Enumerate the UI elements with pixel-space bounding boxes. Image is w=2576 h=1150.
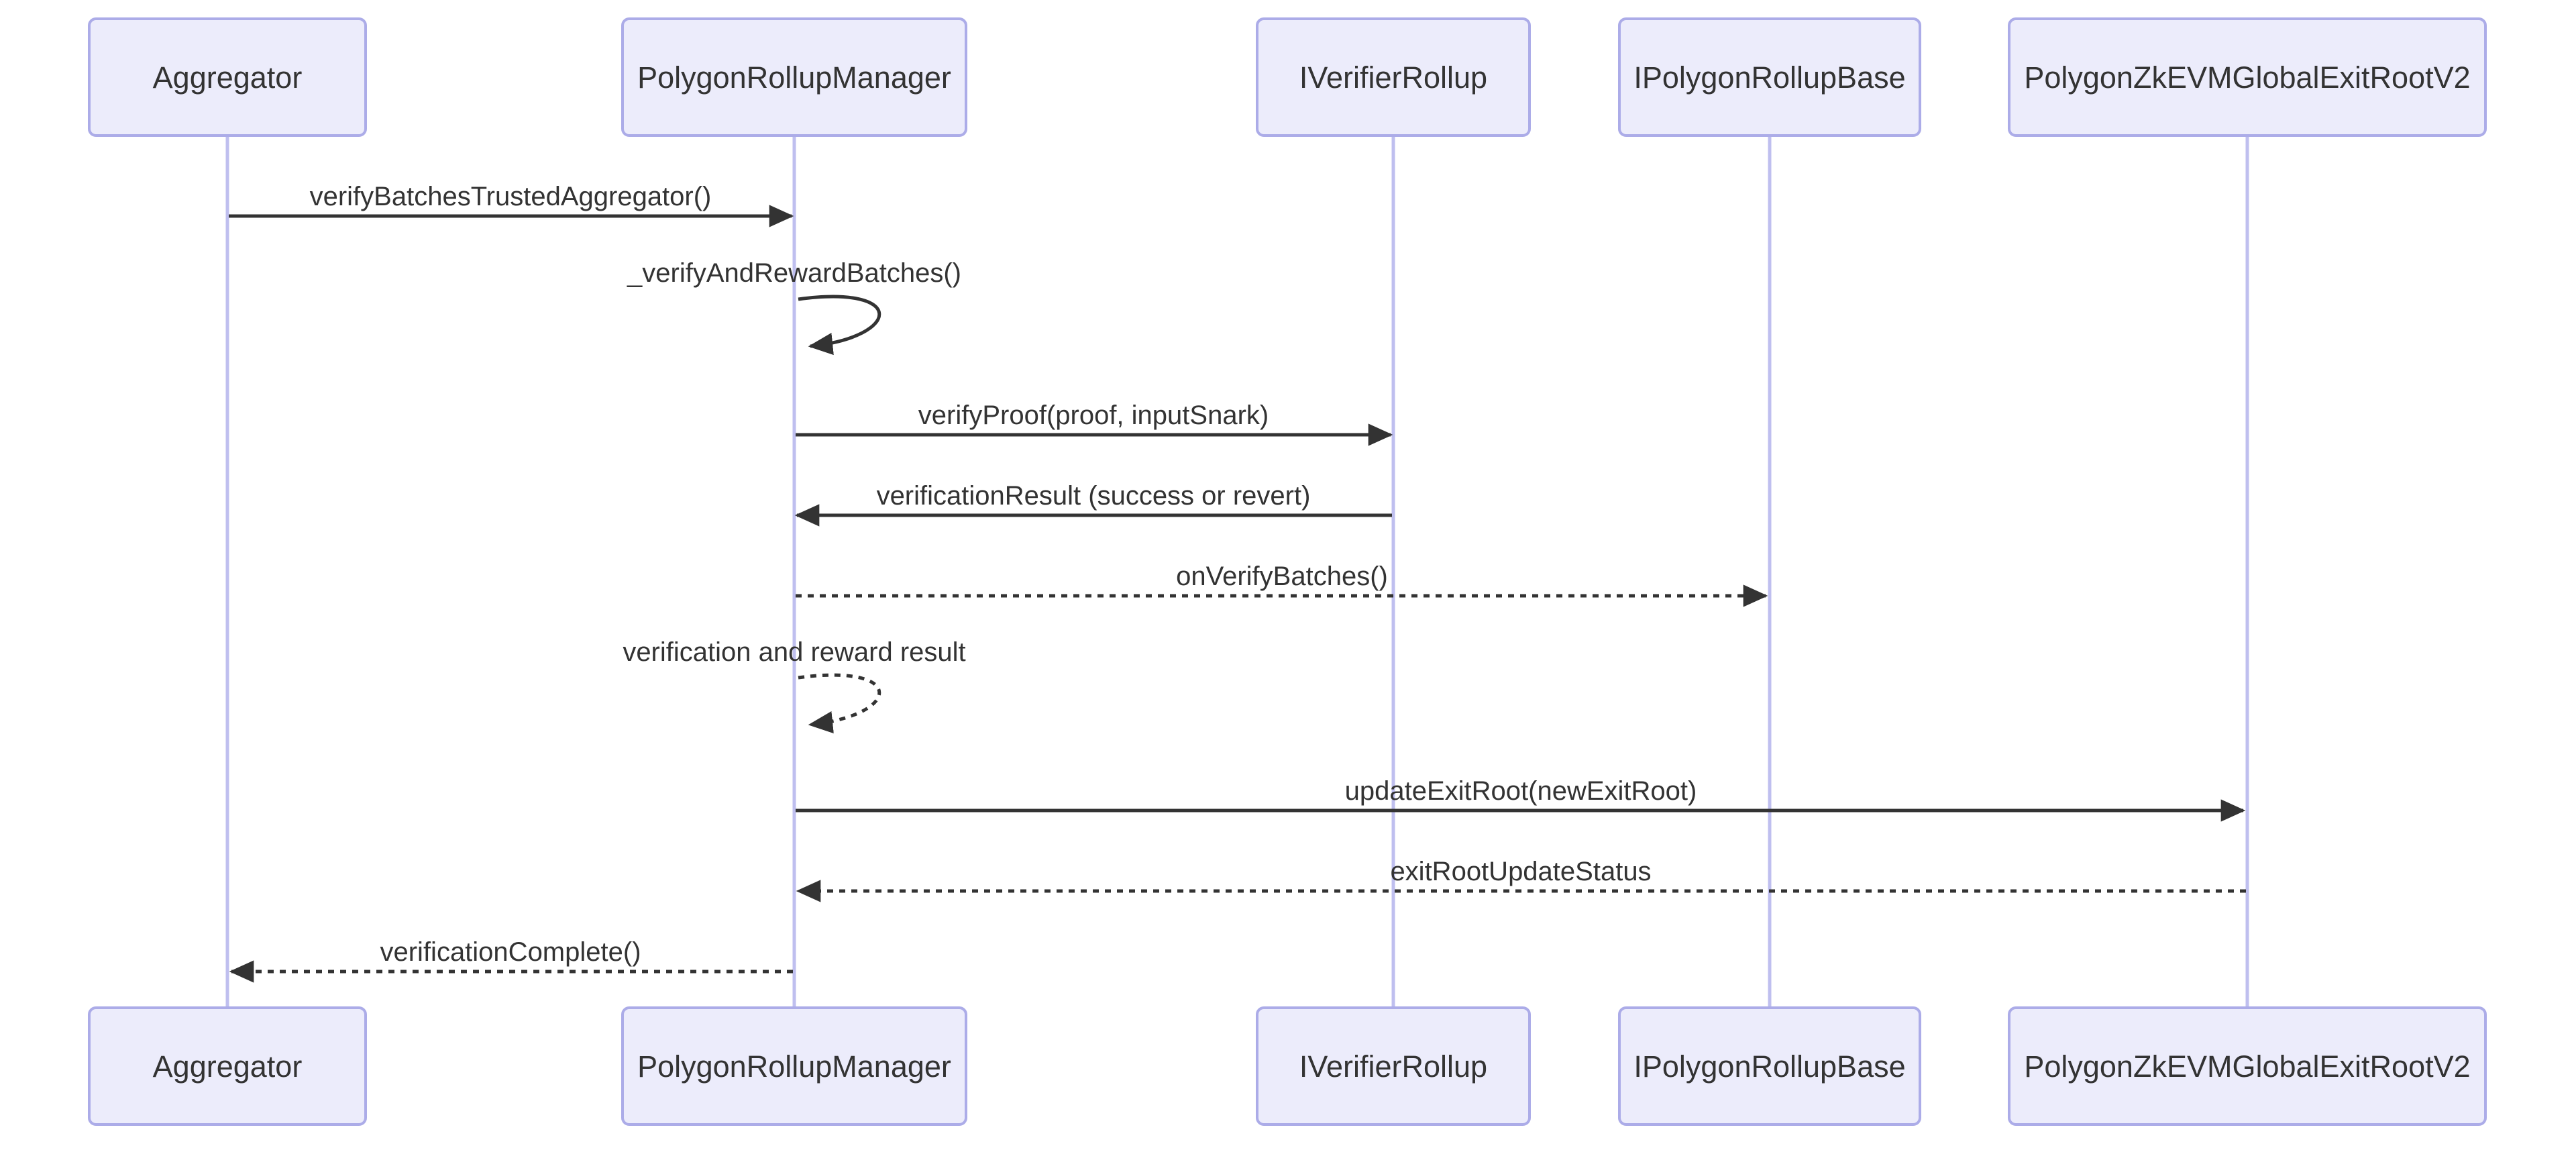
message-selfloop-verification-and-reward-result [798,673,881,734]
actor-label-top-polygonrollupmanager: PolygonRollupManager [637,60,951,95]
message-label-verifyproof: verifyProof(proof, inputSnark) [918,401,1269,430]
actor-label-bottom-iverifierrollup: IVerifierRollup [1299,1049,1487,1084]
actor-box-bottom-aggregator [88,1006,367,1126]
actor-label-bottom-ipolygonrollupbase: IPolygonRollupBase [1633,1049,1905,1084]
actor-label-bottom-polygonrollupmanager: PolygonRollupManager [637,1049,951,1084]
message-selfloop-verifyandrewardbatches [798,295,881,356]
actor-box-bottom-polygonrollupmanager [621,1006,967,1126]
actor-box-bottom-polygonzkevmglobalexitrootv2 [2008,1006,2487,1126]
actor-box-top-ipolygonrollupbase [1618,17,1921,137]
actor-box-top-iverifierrollup [1256,17,1531,137]
actor-label-top-ipolygonrollupbase: IPolygonRollupBase [1633,60,1905,95]
message-label-exitrootupdatestatus: exitRootUpdateStatus [1390,857,1651,886]
actor-box-top-aggregator [88,17,367,137]
actor-label-bottom-aggregator: Aggregator [153,1049,303,1084]
actor-box-top-polygonrollupmanager [621,17,967,137]
message-label-verifybatchestrustedaggregator: verifyBatchesTrustedAggregator() [310,182,712,211]
actor-label-top-aggregator: Aggregator [153,60,303,95]
actor-label-top-iverifierrollup: IVerifierRollup [1299,60,1487,95]
actor-label-top-polygonzkevmglobalexitrootv2: PolygonZkEVMGlobalExitRootV2 [2024,60,2470,95]
message-label-updateexitroot: updateExitRoot(newExitRoot) [1345,776,1697,806]
actor-box-bottom-ipolygonrollupbase [1618,1006,1921,1126]
message-label-verificationresult: verificationResult (success or revert) [877,481,1311,511]
message-label-verificationcomplete: verificationComplete() [380,937,641,967]
actor-label-bottom-polygonzkevmglobalexitrootv2: PolygonZkEVMGlobalExitRootV2 [2024,1049,2470,1084]
message-label-verification-and-reward-result: verification and reward result [623,637,965,667]
actor-box-top-polygonzkevmglobalexitrootv2 [2008,17,2487,137]
actor-box-bottom-iverifierrollup [1256,1006,1531,1126]
message-label-verifyandrewardbatches: _verifyAndRewardBatches() [627,258,961,288]
message-label-onverifybatches: onVerifyBatches() [1176,562,1388,591]
